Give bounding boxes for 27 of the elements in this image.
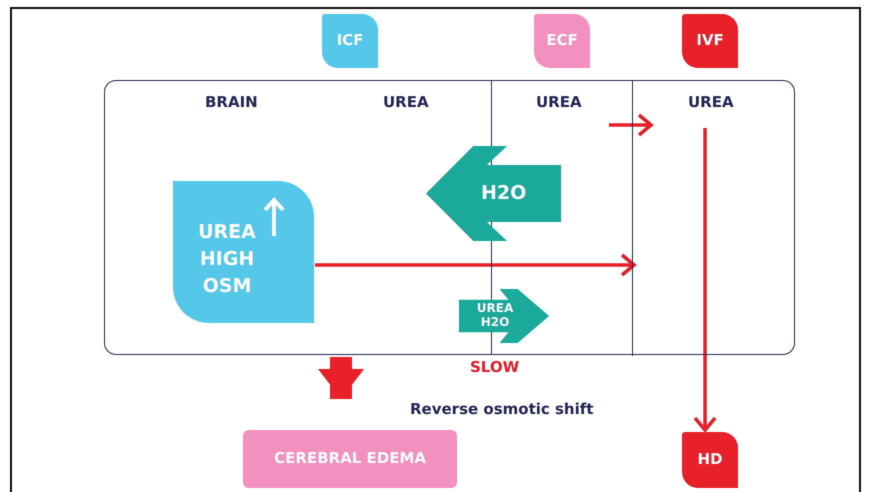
compartment-label: UREA — [688, 93, 734, 111]
arrow — [315, 253, 636, 277]
tab-label — [682, 14, 738, 68]
node-text: UREA H2O — [476, 302, 514, 330]
node-text: ICF — [336, 32, 364, 50]
tab-label — [322, 14, 378, 68]
outcome-box — [682, 432, 738, 488]
block-arrow — [318, 357, 364, 399]
node-text: H2O — [480, 182, 526, 204]
node-text: HD — [697, 451, 722, 469]
arrow — [693, 128, 717, 432]
compartment-label: UREA — [536, 93, 582, 111]
node-text: IVF — [696, 32, 724, 50]
node-text: CEREBRAL EDEMA — [274, 450, 426, 468]
slow-flow-arrow — [459, 289, 549, 343]
node-text: UREA HIGH OSM — [197, 220, 257, 299]
compartment-label: UREA — [383, 93, 429, 111]
node-text: ECF — [546, 32, 578, 50]
compartment-label: BRAIN — [205, 93, 258, 111]
outcome-box — [243, 430, 457, 488]
high-osmolality-box — [173, 181, 314, 323]
compartment-frame — [104, 80, 795, 355]
caption-label: Reverse osmotic shift — [410, 400, 594, 418]
water-flow-arrow — [426, 146, 561, 241]
tab-label — [534, 14, 590, 68]
flow-rate-label: SLOW — [470, 358, 520, 376]
arrow — [609, 113, 653, 137]
